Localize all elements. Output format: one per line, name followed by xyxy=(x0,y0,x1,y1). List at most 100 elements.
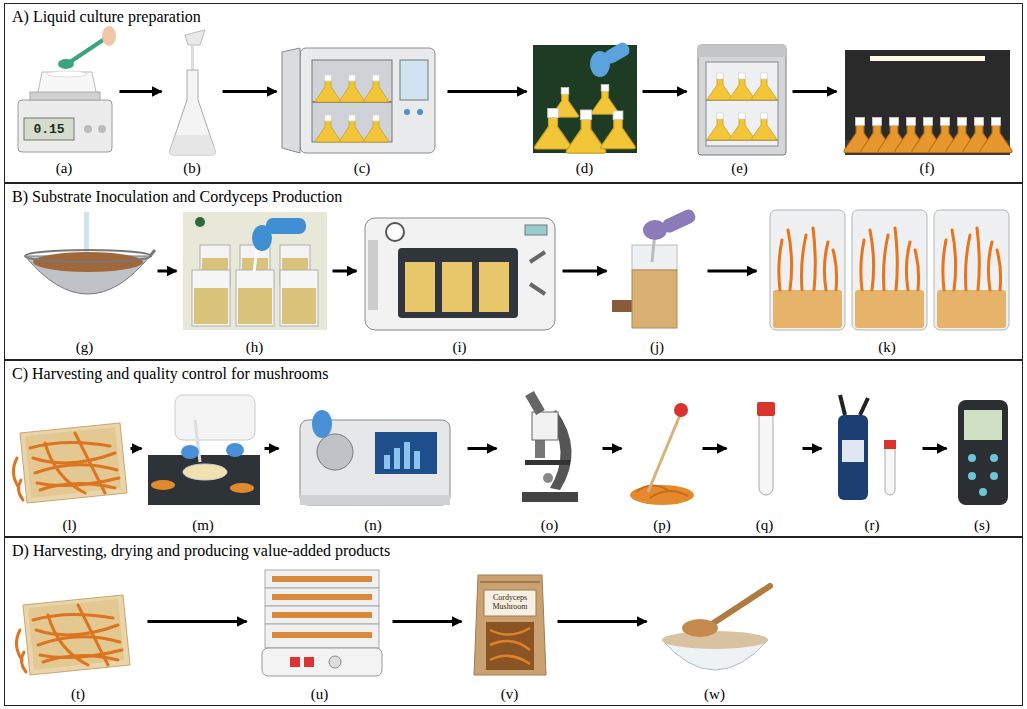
handheld-meter-figure-part xyxy=(968,454,976,462)
jars-figure-part xyxy=(238,288,272,324)
bag-inoculation-figure-part xyxy=(632,270,677,328)
step-letter: (g) xyxy=(76,337,94,357)
step-letter: (d) xyxy=(576,158,594,178)
flow-arrow xyxy=(131,447,142,450)
chamber-figure-part xyxy=(870,56,985,61)
swab-figure-part xyxy=(636,485,688,498)
jars-figure-part xyxy=(194,288,228,324)
lab-figure-part xyxy=(183,464,227,480)
jars-figure-part xyxy=(266,218,306,234)
step-letter: (l) xyxy=(62,515,76,535)
microscope-figure-part xyxy=(535,438,545,458)
flow-arrow xyxy=(803,447,822,450)
analyzer-figure-part xyxy=(375,432,437,474)
fruiting-bags-figure xyxy=(770,210,1009,330)
step-letter: (i) xyxy=(452,337,466,357)
section-heading: B) Substrate Inoculation and Cordyceps P… xyxy=(12,187,342,206)
step-figure: (k) xyxy=(760,208,1015,357)
flow-arrow xyxy=(603,447,622,450)
autoclave-figure-part xyxy=(530,252,545,294)
harvest-figure-part xyxy=(16,595,130,675)
handheld-meter-figure-part xyxy=(958,400,1008,505)
scale-figure-part xyxy=(18,100,112,152)
jars-figure-part xyxy=(183,212,327,330)
microscope-figure-part xyxy=(525,460,570,465)
swab-figure-part xyxy=(630,485,694,505)
section-panel: A) Liquid culture preparation(a)(b)(c)(d… xyxy=(4,3,1023,183)
handheld-meter-figure xyxy=(958,400,1008,505)
step-letter: (p) xyxy=(653,515,671,535)
section-panel: C) Harvesting and quality control for mu… xyxy=(4,360,1023,537)
scale-figure-part xyxy=(102,26,116,46)
incubator-figure-part xyxy=(752,73,777,100)
microscope-figure xyxy=(522,391,578,502)
scale-reading: 0.15 xyxy=(24,118,74,140)
powder-bowl-figure xyxy=(662,586,770,670)
section-heading: C) Harvesting and quality control for mu… xyxy=(12,364,328,383)
flask-figure-part xyxy=(185,30,205,45)
incubator-figure-part xyxy=(708,113,733,140)
autoclave-figure-part xyxy=(404,109,410,115)
step-figure: (m) xyxy=(145,385,262,535)
step-letter: (w) xyxy=(704,684,725,704)
analyzer-figure-part xyxy=(394,448,400,469)
incubator-figure-part xyxy=(698,45,786,155)
incubator-figure-part xyxy=(698,45,786,57)
package-figure xyxy=(474,575,546,675)
section-panel: D) Harvesting, drying and producing valu… xyxy=(4,537,1023,706)
bag-inoculation-figure-part xyxy=(643,220,667,240)
harvest-figure-part xyxy=(13,423,127,503)
dehydrator-figure-part xyxy=(265,570,379,588)
autoclave-figure-part xyxy=(400,60,428,100)
step-figure: (a) xyxy=(12,28,117,178)
step-figure: (n) xyxy=(282,385,465,535)
meter-figure-part xyxy=(838,415,868,500)
step-letter: (a) xyxy=(56,158,73,178)
package-figure-part xyxy=(484,590,536,616)
swab-figure-part xyxy=(674,403,688,417)
microscope-figure-part xyxy=(522,492,578,502)
step-letter: (j) xyxy=(650,337,664,357)
meter-figure xyxy=(838,395,896,500)
handheld-meter-figure-part xyxy=(964,410,1002,440)
package-figure-part xyxy=(480,581,540,583)
scale-figure-part xyxy=(70,38,106,62)
step-letter: (e) xyxy=(731,158,748,178)
autoclave-figure-part xyxy=(340,75,365,102)
handheld-meter-figure-part xyxy=(979,488,987,496)
autoclave-figure-part xyxy=(405,262,435,312)
inoculation-figure-part xyxy=(601,111,636,149)
autoclave-figure-part xyxy=(368,240,378,310)
strainer-figure-part xyxy=(25,250,151,262)
step-figure: (q) xyxy=(730,385,800,535)
incubator-figure-part xyxy=(730,73,755,100)
analyzer-figure-part xyxy=(414,451,420,469)
jars-figure-part xyxy=(236,270,274,326)
step-figure: (u) xyxy=(250,562,390,704)
dehydrator-figure-part xyxy=(272,594,372,600)
test-tube-figure-part xyxy=(759,410,773,495)
autoclave-figure-part xyxy=(479,262,509,312)
step-figure: (r) xyxy=(825,385,920,535)
incubator-figure-part xyxy=(752,113,777,140)
analyzer-figure-part xyxy=(300,495,450,505)
scale-figure-part xyxy=(38,72,96,92)
scale-figure-part xyxy=(24,118,74,140)
autoclave-figure-part xyxy=(364,115,389,142)
inoculation-figure-part xyxy=(533,45,637,153)
flow-arrow xyxy=(708,270,757,273)
handheld-meter-figure-part xyxy=(968,472,976,480)
fruiting-bags-figure-part xyxy=(934,210,1009,330)
step-figure: (t) xyxy=(12,562,145,704)
lab-figure-part xyxy=(181,445,199,459)
inoculation-figure-part xyxy=(566,110,605,153)
step-figure: (s) xyxy=(950,385,1015,535)
step-letter: (r) xyxy=(865,515,880,535)
lab-figure-part xyxy=(151,480,175,490)
scale-figure-part xyxy=(58,59,74,69)
inoculation-figure-part xyxy=(535,109,572,150)
scale-figure-part xyxy=(47,71,87,77)
autoclave-figure xyxy=(365,218,555,330)
autoclave-figure-part xyxy=(398,248,518,318)
